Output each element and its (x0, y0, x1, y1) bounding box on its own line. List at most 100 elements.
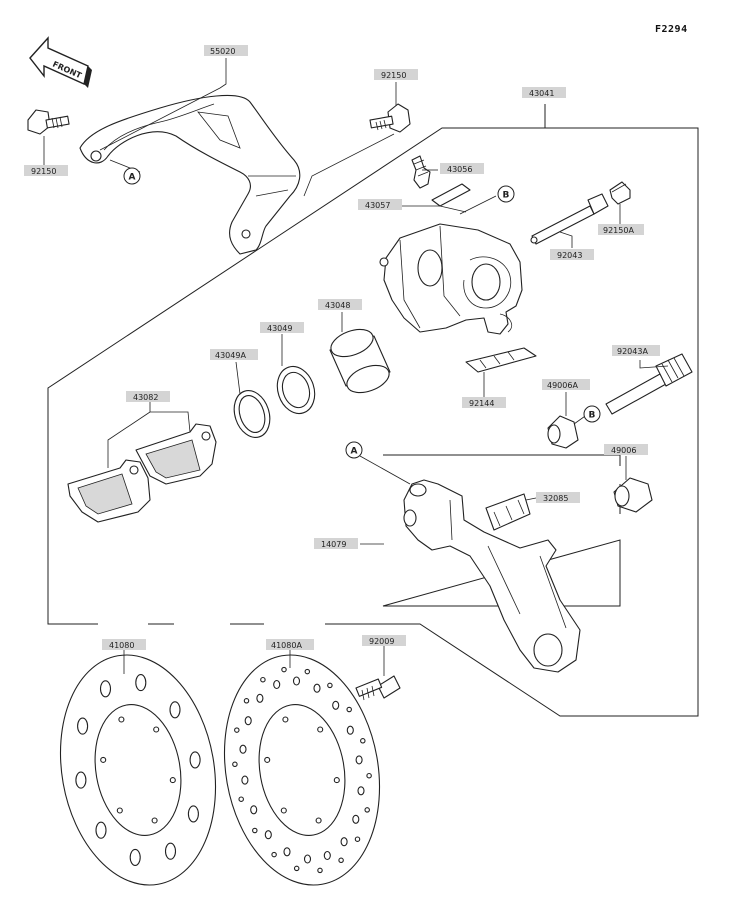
svg-text:41080A: 41080A (271, 641, 302, 650)
svg-text:92150: 92150 (381, 71, 406, 80)
label-92043: 92043 (550, 249, 594, 260)
disc-hole (95, 821, 107, 839)
disc-mount-hole (100, 756, 107, 763)
disc-hole (323, 850, 331, 861)
svg-text:49006: 49006 (611, 446, 636, 455)
svg-text:49006A: 49006A (547, 381, 578, 390)
pad-spring-part (465, 347, 537, 373)
disc-hole (283, 847, 291, 857)
disc-mount-hole (118, 716, 125, 723)
piston-part (329, 328, 391, 394)
label-92150-left: 92150 (24, 165, 68, 176)
disc-hole (366, 772, 372, 779)
disc-bolt-part (355, 675, 401, 701)
label-43049: 43049 (260, 322, 304, 333)
label-43048: 43048 (318, 299, 362, 310)
disc-mount-hole (264, 756, 271, 763)
callout-a-holder: A (345, 441, 363, 459)
label-92043a: 92043A (612, 345, 660, 356)
label-92009: 92009 (362, 635, 406, 646)
disc-hole (260, 676, 266, 683)
svg-text:B: B (589, 411, 596, 421)
disc-hole (256, 693, 264, 703)
disc-mount-hole (315, 817, 322, 824)
svg-text:43041: 43041 (529, 89, 554, 98)
disc-hole (243, 698, 250, 704)
svg-text:A: A (351, 447, 358, 457)
disc-mount-hole (169, 777, 176, 784)
label-92144: 92144 (462, 397, 506, 408)
disc-hole (238, 796, 244, 802)
label-43082: 43082 (126, 391, 170, 402)
svg-text:55020: 55020 (210, 47, 235, 56)
disc-hole (164, 842, 177, 860)
disc-hole (232, 761, 238, 768)
label-41080a: 41080A (266, 639, 314, 650)
svg-text:92150A: 92150A (603, 226, 634, 235)
disc-hole (293, 865, 300, 872)
label-43056: 43056 (440, 163, 484, 174)
disc-hole (352, 814, 360, 824)
diagram-code: F2294 (655, 24, 688, 35)
pin-part (530, 193, 609, 245)
disc-hole (99, 680, 112, 698)
leader-lines (43, 58, 669, 676)
disc-hole (273, 679, 281, 690)
disc-hole (187, 805, 199, 823)
pin-boot-part (609, 181, 631, 205)
svg-text:43057: 43057 (365, 201, 390, 210)
svg-text:92144: 92144 (469, 399, 494, 408)
disc-hole (360, 738, 366, 744)
disc-hole (327, 682, 333, 689)
disc-hole (77, 717, 89, 735)
svg-text:14079: 14079 (321, 540, 346, 549)
disc-mount-hole (317, 726, 324, 733)
slide-pin-part (605, 353, 693, 415)
dust-seal-part (233, 390, 271, 438)
svg-text:92043A: 92043A (617, 347, 648, 356)
assembly-frame (47, 104, 699, 717)
svg-text:92150: 92150 (31, 167, 56, 176)
label-92150a: 92150A (598, 224, 644, 235)
svg-text:43056: 43056 (447, 165, 472, 174)
callout-a-top: A (123, 167, 141, 185)
disc-hole (135, 674, 147, 692)
disc-hole (250, 805, 258, 815)
brake-disc-a-part (223, 654, 381, 886)
pad-clip-part (485, 493, 531, 531)
disc-hole (129, 848, 141, 866)
bolt-left-part (27, 109, 70, 135)
disc-hole (303, 854, 312, 864)
svg-text:43049: 43049 (267, 324, 292, 333)
label-92150-top: 92150 (374, 69, 418, 80)
callout-b-top: B (497, 185, 515, 203)
svg-text:43082: 43082 (133, 393, 158, 402)
disc-hole (346, 706, 352, 713)
seal-part (276, 365, 316, 415)
disc-hole (169, 701, 181, 719)
disc-hole (317, 867, 323, 874)
disc-hole (264, 830, 272, 840)
label-41080: 41080 (102, 639, 146, 650)
disc-hole (364, 807, 370, 813)
disc-hole (241, 775, 249, 785)
disc-hole (355, 755, 363, 765)
label-55020: 55020 (204, 45, 248, 56)
disc-hole (332, 700, 340, 710)
svg-text:B: B (503, 191, 510, 201)
disc-hole (313, 683, 321, 693)
disc-mount-hole (333, 777, 340, 784)
brake-disc-part (59, 654, 217, 886)
svg-text:32085: 32085 (543, 494, 568, 503)
disc-hole (252, 827, 258, 834)
bleeder-part (411, 155, 431, 189)
boot-a-part (547, 415, 579, 449)
label-43057: 43057 (358, 199, 402, 210)
svg-text:92009: 92009 (369, 637, 394, 646)
svg-text:41080: 41080 (109, 641, 134, 650)
label-32085: 32085 (536, 492, 580, 503)
label-49006a: 49006A (542, 379, 590, 390)
disc-mount-hole (282, 716, 289, 723)
disc-hole (340, 837, 348, 847)
